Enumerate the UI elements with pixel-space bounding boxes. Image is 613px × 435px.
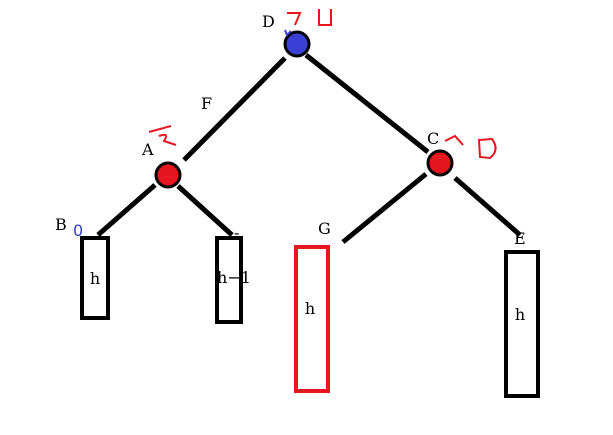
edge-right-g bbox=[341, 172, 428, 244]
leaf-e-label: E bbox=[514, 229, 526, 248]
right-red-scribble bbox=[444, 134, 497, 160]
edge-tick bbox=[231, 103, 239, 111]
leaf-b-label: B bbox=[55, 215, 67, 234]
root-red-scribble bbox=[287, 9, 332, 26]
leaf-b-value: 0 bbox=[73, 221, 83, 240]
leaf-e-box bbox=[504, 250, 540, 398]
node-root bbox=[283, 30, 311, 58]
node-left-label: A bbox=[141, 140, 154, 159]
leaf-h1-box bbox=[215, 236, 243, 324]
leaf-b-content: h bbox=[90, 269, 100, 288]
leaf-h1-label: - bbox=[234, 223, 239, 242]
leaf-g-content: h bbox=[305, 299, 315, 318]
edge-label-f: F bbox=[201, 94, 212, 113]
edge-left-h1 bbox=[176, 184, 234, 237]
left-red-scribble bbox=[148, 125, 177, 146]
edge-right-e bbox=[453, 176, 522, 237]
leaf-g-box bbox=[294, 245, 330, 393]
node-left bbox=[154, 161, 182, 189]
leaf-g-label: G bbox=[318, 219, 331, 238]
edge-root-right bbox=[304, 53, 430, 154]
leaf-e-content: h bbox=[515, 305, 525, 324]
node-right bbox=[426, 149, 454, 177]
leaf-h1-content: h−1 bbox=[217, 268, 251, 287]
node-root-label: D bbox=[262, 12, 275, 31]
root-blue-mark bbox=[284, 29, 292, 37]
leaf-b-box bbox=[80, 236, 110, 320]
node-right-label: C bbox=[427, 129, 439, 148]
edge-root-left bbox=[182, 56, 287, 162]
edge-left-b bbox=[96, 183, 157, 237]
